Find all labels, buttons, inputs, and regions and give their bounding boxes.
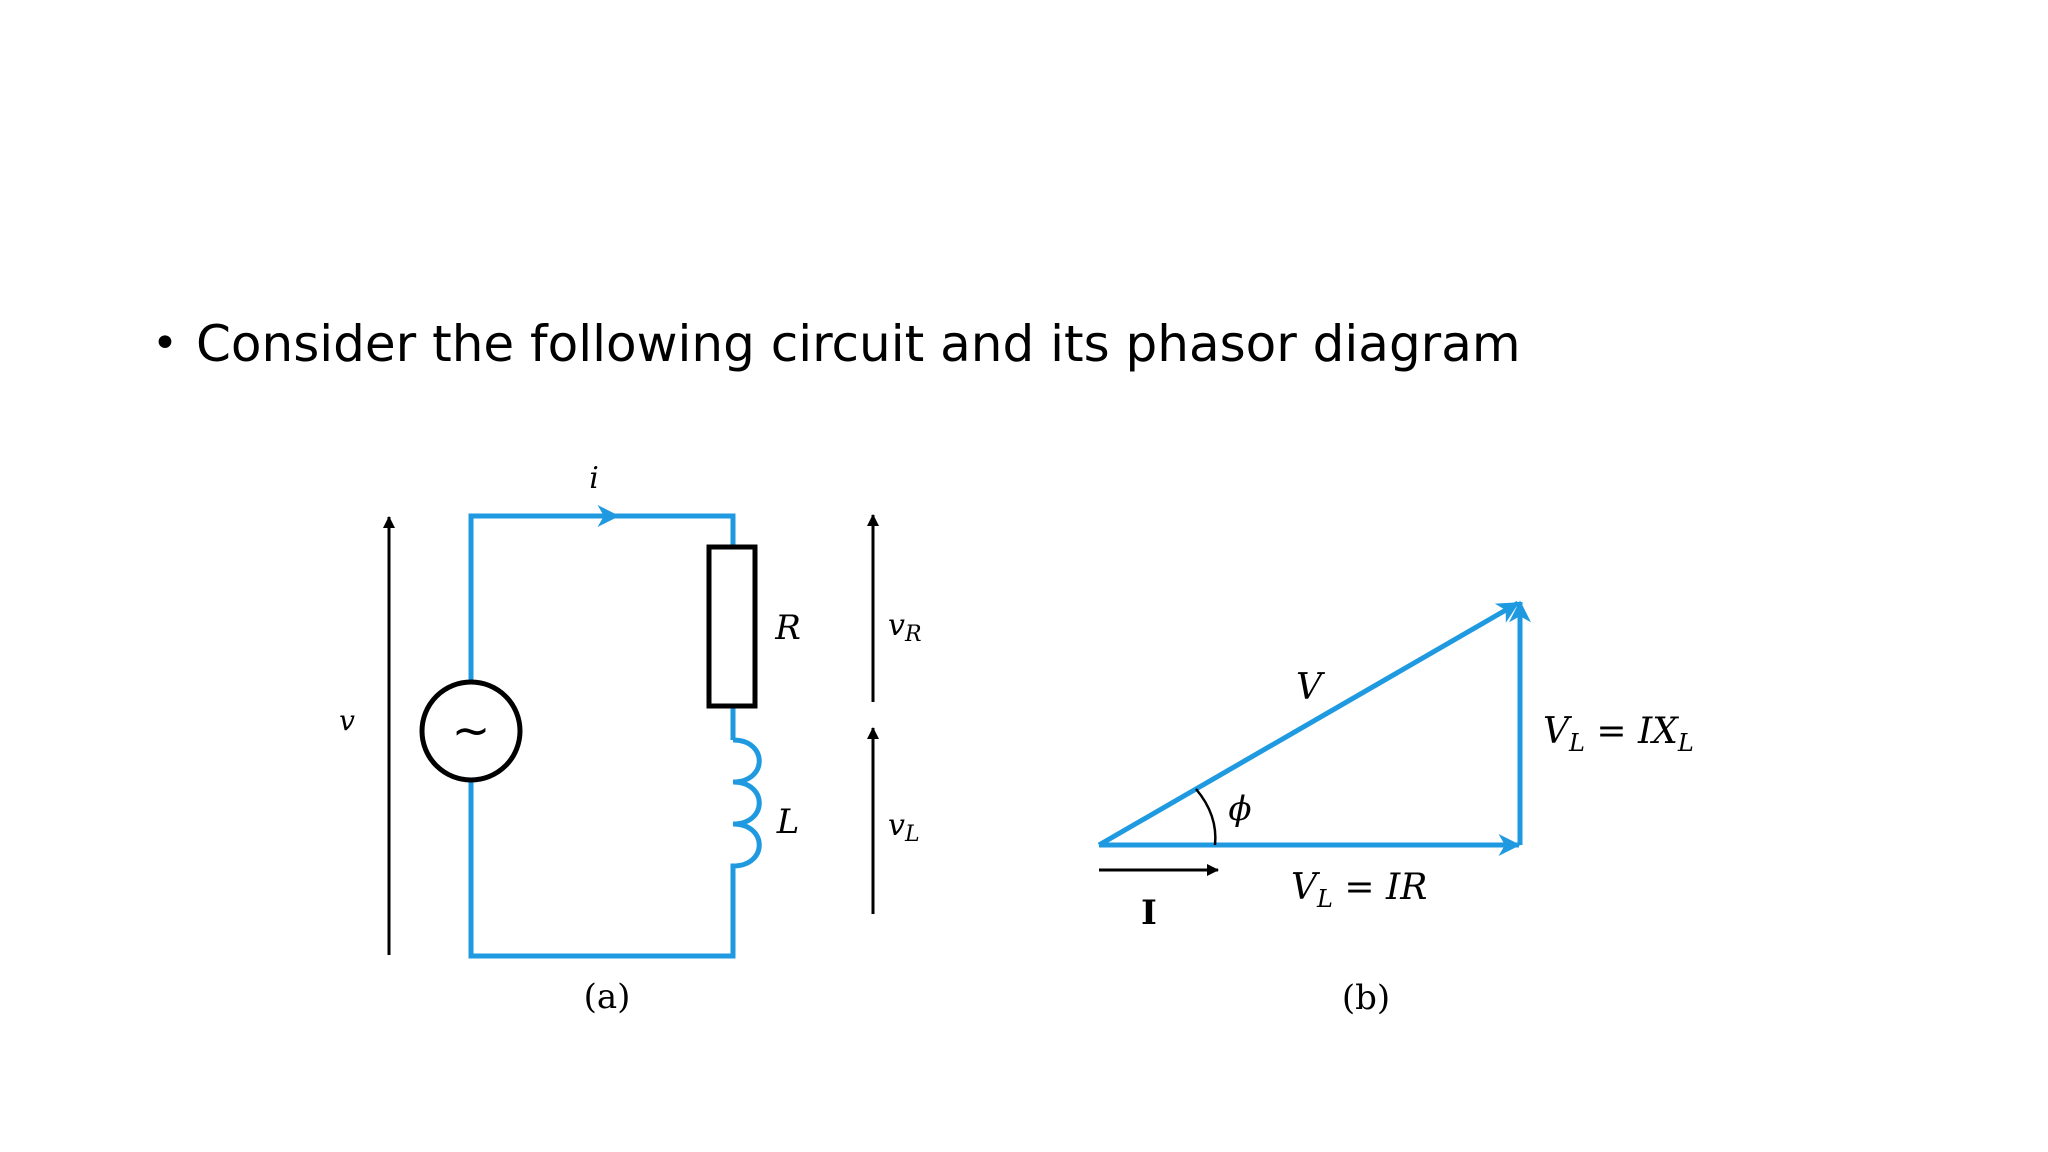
total-voltage-label: V	[1296, 667, 1326, 708]
circuit-diagram: v i ~ R L vR vL (a)	[339, 461, 921, 1017]
phase-angle-label: ϕ	[1228, 789, 1251, 829]
current-phasor-label: I	[1141, 893, 1157, 933]
resistor-voltage-label: vR	[888, 608, 922, 647]
resistor-voltage-sub: R	[904, 622, 922, 647]
inductor-eq-right-sub: L	[1677, 729, 1694, 757]
resistor-eq-right: IR	[1385, 867, 1427, 908]
phasor-caption: (b)	[1342, 978, 1390, 1018]
inductor-voltage-equation: VL = IXL	[1543, 711, 1694, 757]
resistor-eq-left-sub: L	[1316, 885, 1333, 913]
inductor-voltage-label: vL	[888, 808, 920, 847]
phase-angle-arc	[1195, 788, 1217, 846]
resistor-eq-equals: =	[1333, 867, 1386, 908]
bullet-symbol: •	[152, 318, 178, 369]
inductor-coil	[730, 737, 762, 888]
circuit-wires	[468, 505, 762, 959]
inductor-voltage-sub: L	[904, 822, 920, 847]
ac-source-symbol: ~	[452, 703, 491, 757]
current-label: i	[589, 461, 599, 496]
bottom-wire	[468, 778, 736, 959]
total-voltage-phasor	[1097, 600, 1520, 848]
phasor-diagram: ϕ I V VL = IXL VL = IR (b)	[1097, 600, 1694, 1018]
inductor-eq-left-sub: L	[1568, 729, 1585, 757]
resistor-label: R	[774, 608, 801, 648]
ac-source	[419, 679, 523, 783]
resistor-voltage-main: v	[888, 608, 905, 643]
inductor-eq-left-main: V	[1543, 711, 1573, 752]
inductor-label: L	[776, 802, 800, 842]
bullet-point: • Consider the following circuit and its…	[152, 308, 1521, 380]
resistor-eq-left-main: V	[1291, 867, 1321, 908]
bullet-text: Consider the following circuit and its p…	[196, 315, 1521, 373]
inductor-eq-equals: =	[1585, 711, 1638, 752]
source-voltage-label: v	[339, 704, 355, 737]
inductor-eq-right-main: IX	[1637, 711, 1679, 752]
inductor-voltage-main: v	[888, 808, 905, 843]
top-wire	[468, 513, 736, 686]
circuit-caption: (a)	[584, 977, 631, 1017]
resistor-voltage-equation: VL = IR	[1291, 867, 1427, 913]
resistor	[706, 544, 758, 709]
